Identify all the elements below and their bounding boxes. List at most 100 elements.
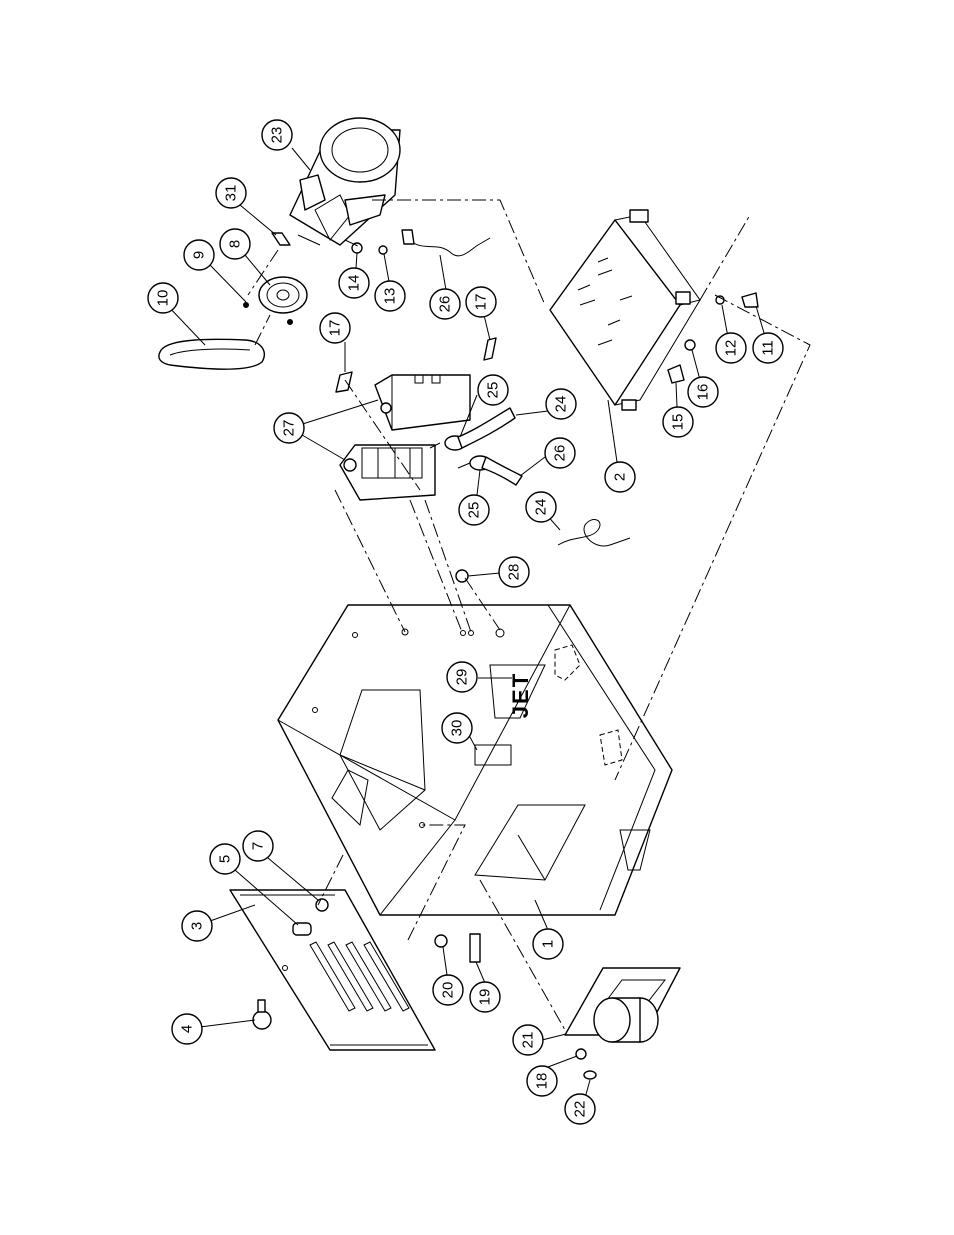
set-screw: [243, 302, 249, 308]
cabinet-body: JET: [277, 604, 673, 916]
svg-text:10: 10: [155, 290, 172, 307]
flange-washer: [575, 1048, 587, 1060]
washer-20: [434, 934, 448, 948]
callout-24: 24: [545, 388, 577, 420]
callout-28: 28: [498, 556, 530, 588]
svg-text:13: 13: [382, 288, 399, 305]
svg-text:25: 25: [485, 382, 502, 399]
callout-27: 27: [273, 412, 305, 444]
callout-4: 4: [171, 1013, 203, 1045]
callout-20: 20: [432, 974, 464, 1006]
door-nut: [315, 898, 329, 912]
callout-26-second: 26: [544, 437, 576, 469]
svg-text:20: 20: [440, 982, 457, 999]
mount-slots: [577, 257, 633, 346]
plate-tab: [675, 291, 691, 305]
dust-port-flange: [564, 967, 681, 1043]
callout-18: 18: [526, 1065, 558, 1097]
cord-24-coil: [557, 519, 631, 547]
svg-text:19: 19: [477, 989, 494, 1006]
svg-text:3: 3: [189, 922, 206, 930]
svg-text:24: 24: [533, 499, 550, 516]
callout-2: 2: [604, 461, 636, 493]
callout-17: 17: [319, 312, 351, 344]
svg-text:26: 26: [437, 296, 454, 313]
assembly-lines: [247, 199, 811, 1031]
svg-text:17: 17: [327, 320, 344, 337]
callout-31: 31: [215, 177, 247, 209]
set-screw: [287, 319, 293, 325]
svg-text:JET: JET: [508, 672, 533, 718]
motor-mount-plate: [549, 209, 701, 411]
svg-text:1: 1: [540, 940, 557, 948]
screw-17: [483, 337, 497, 361]
svg-text:17: 17: [473, 294, 490, 311]
svg-text:29: 29: [454, 669, 471, 686]
power-cord: [404, 234, 491, 257]
motor: [289, 117, 401, 246]
bolt-15: [667, 364, 685, 384]
callout-17-second: 17: [465, 286, 497, 318]
callout-8: 8: [219, 228, 251, 260]
callout-10: 10: [147, 282, 179, 314]
callout-29: 29: [446, 661, 478, 693]
callout-12: 12: [715, 332, 747, 364]
svg-text:23: 23: [269, 127, 286, 144]
pin-19: [469, 933, 481, 963]
svg-text:22: 22: [572, 1101, 589, 1118]
svg-text:5: 5: [217, 855, 234, 863]
callout-21: 21: [512, 1024, 544, 1056]
door-louvers: [309, 941, 410, 1012]
flange-screw: [583, 1070, 597, 1080]
washer-16: [684, 339, 696, 351]
plate-tab: [621, 399, 637, 411]
svg-text:30: 30: [449, 720, 466, 737]
nameplate-29: JET: [489, 664, 546, 719]
svg-text:7: 7: [250, 842, 267, 850]
washer-13: [378, 245, 388, 255]
svg-text:28: 28: [506, 564, 523, 581]
callout-7: 7: [242, 830, 274, 862]
callout-23: 23: [261, 119, 293, 151]
svg-text:9: 9: [191, 251, 208, 259]
label-plate-30: [474, 744, 512, 766]
svg-text:24: 24: [553, 396, 570, 413]
switch-box-base: [339, 444, 436, 501]
svg-text:8: 8: [227, 240, 244, 248]
cord-26-lead: [481, 456, 523, 486]
motor-key: [271, 232, 291, 246]
callout-15: 15: [662, 406, 694, 438]
screw-17: [335, 371, 353, 393]
svg-text:27: 27: [281, 420, 298, 437]
callout-14: 14: [338, 267, 370, 299]
screw-11: [741, 292, 759, 308]
svg-text:31: 31: [223, 185, 240, 202]
callout-16: 16: [687, 376, 719, 408]
svg-text:25: 25: [466, 502, 483, 519]
svg-text:18: 18: [534, 1073, 551, 1090]
callout-25: 25: [477, 374, 509, 406]
door-knob: [252, 999, 272, 1030]
callout-9: 9: [183, 239, 215, 271]
callout-5: 5: [209, 843, 241, 875]
svg-text:2: 2: [612, 473, 629, 481]
svg-text:21: 21: [520, 1032, 537, 1049]
callout-26: 26: [429, 288, 461, 320]
svg-text:11: 11: [760, 340, 777, 356]
switch-box-cover: [374, 374, 471, 431]
door-latch: [292, 922, 312, 936]
callout-22: 22: [564, 1093, 596, 1125]
callout-13: 13: [374, 280, 406, 312]
v-belt: [158, 338, 265, 370]
svg-text:16: 16: [695, 384, 712, 401]
svg-text:15: 15: [670, 414, 687, 431]
callout-11: 11: [752, 332, 784, 364]
callout-30: 30: [441, 712, 473, 744]
motor-pulley: [258, 276, 308, 314]
callout-3: 3: [181, 910, 213, 942]
plate-tab: [629, 209, 649, 223]
svg-text:26: 26: [552, 445, 569, 462]
svg-text:12: 12: [723, 340, 740, 357]
callout-1: 1: [532, 928, 564, 960]
callout-19: 19: [469, 981, 501, 1013]
